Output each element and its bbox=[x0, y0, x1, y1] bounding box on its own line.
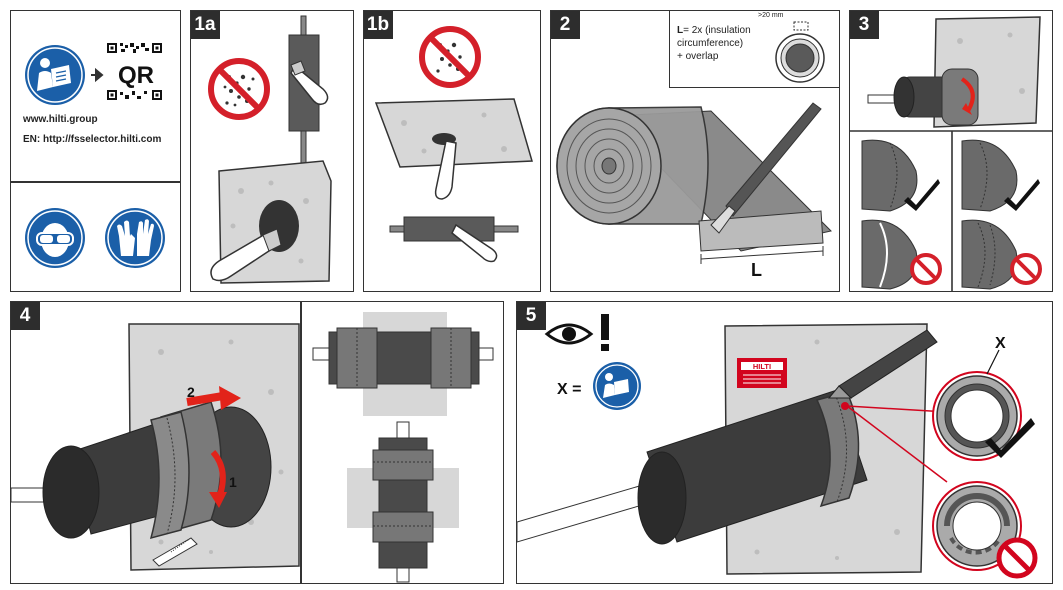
hilti-brand: HILTI bbox=[753, 362, 771, 371]
formula-line1: = 2x (insulation bbox=[683, 25, 751, 36]
exclamation-icon bbox=[601, 314, 609, 351]
info-panel: QR www.hilti.group EN: http://fsselector… bbox=[10, 10, 181, 292]
no-dust-icon bbox=[419, 26, 481, 88]
step-4-main-illustration: 2 1 bbox=[11, 323, 300, 571]
x-marker: X bbox=[995, 335, 1006, 352]
eye-icon bbox=[544, 323, 594, 345]
arrow-1-label: 1 bbox=[229, 474, 237, 490]
incorrect-misaligned-example bbox=[961, 219, 1042, 290]
step-4-detail-illustration bbox=[312, 312, 494, 583]
step-1a-illustration bbox=[208, 15, 332, 284]
divider bbox=[11, 181, 180, 183]
step-4-panel: 4 2 1 bbox=[10, 301, 504, 584]
qr-label: QR bbox=[118, 62, 154, 89]
step-badge: 5 bbox=[517, 302, 546, 330]
selector-url-text[interactable]: EN: http://fsselector.hilti.com bbox=[23, 134, 162, 145]
qr-code-icon: QR bbox=[107, 43, 162, 100]
read-manual-icon bbox=[25, 45, 85, 105]
step-badge: 3 bbox=[850, 11, 879, 39]
step-badge: 4 bbox=[11, 302, 40, 330]
hilti-label: HILTI bbox=[737, 358, 787, 388]
read-manual-icon bbox=[593, 362, 641, 410]
no-dust-icon bbox=[208, 58, 270, 120]
goggles-icon bbox=[25, 208, 85, 268]
check-icon bbox=[904, 179, 940, 211]
incorrect-gap-example bbox=[861, 219, 942, 290]
formula-box: L= 2x (insulation circumference) + overl… bbox=[669, 11, 839, 88]
step-3-panel: 3 bbox=[849, 10, 1053, 292]
step-1a-panel: 1a bbox=[190, 10, 354, 292]
correct-seal-detail bbox=[932, 371, 1035, 461]
gloves-icon bbox=[105, 208, 165, 268]
check-icon bbox=[1004, 179, 1040, 211]
correct-overlap-example bbox=[861, 139, 940, 212]
website-text[interactable]: www.hilti.group bbox=[23, 114, 98, 125]
step-2-panel: 2 L= 2x (insulation circumference) + ove… bbox=[550, 10, 840, 292]
step-badge: 1b bbox=[364, 11, 393, 39]
step-1b-illustration bbox=[374, 26, 533, 263]
tape-roll-illustration: L bbox=[556, 102, 832, 280]
step-5-panel: 5 X = HILTI bbox=[516, 301, 1053, 584]
incorrect-seal-detail bbox=[932, 481, 1038, 579]
step-badge: 1a bbox=[191, 11, 220, 39]
gap-label: >20 mm bbox=[758, 12, 784, 19]
arrow-2-label: 2 bbox=[187, 384, 195, 400]
step-3-illustration bbox=[850, 16, 1052, 291]
formula-variable: L bbox=[677, 25, 684, 36]
check-icon bbox=[985, 418, 1035, 458]
step-badge: 2 bbox=[551, 11, 580, 39]
correct-overlap-example-2 bbox=[961, 139, 1040, 212]
formula-line3: + overlap bbox=[677, 51, 719, 62]
x-equals-label: X = bbox=[557, 381, 581, 398]
formula-line2: circumference) bbox=[677, 38, 744, 49]
step-1b-panel: 1b bbox=[363, 10, 541, 292]
gap-diagram bbox=[775, 21, 825, 83]
arrow-icon bbox=[91, 67, 104, 83]
step-5-illustration: X = HILTI bbox=[517, 314, 1038, 579]
length-label: L bbox=[751, 260, 762, 280]
divider bbox=[300, 302, 302, 583]
